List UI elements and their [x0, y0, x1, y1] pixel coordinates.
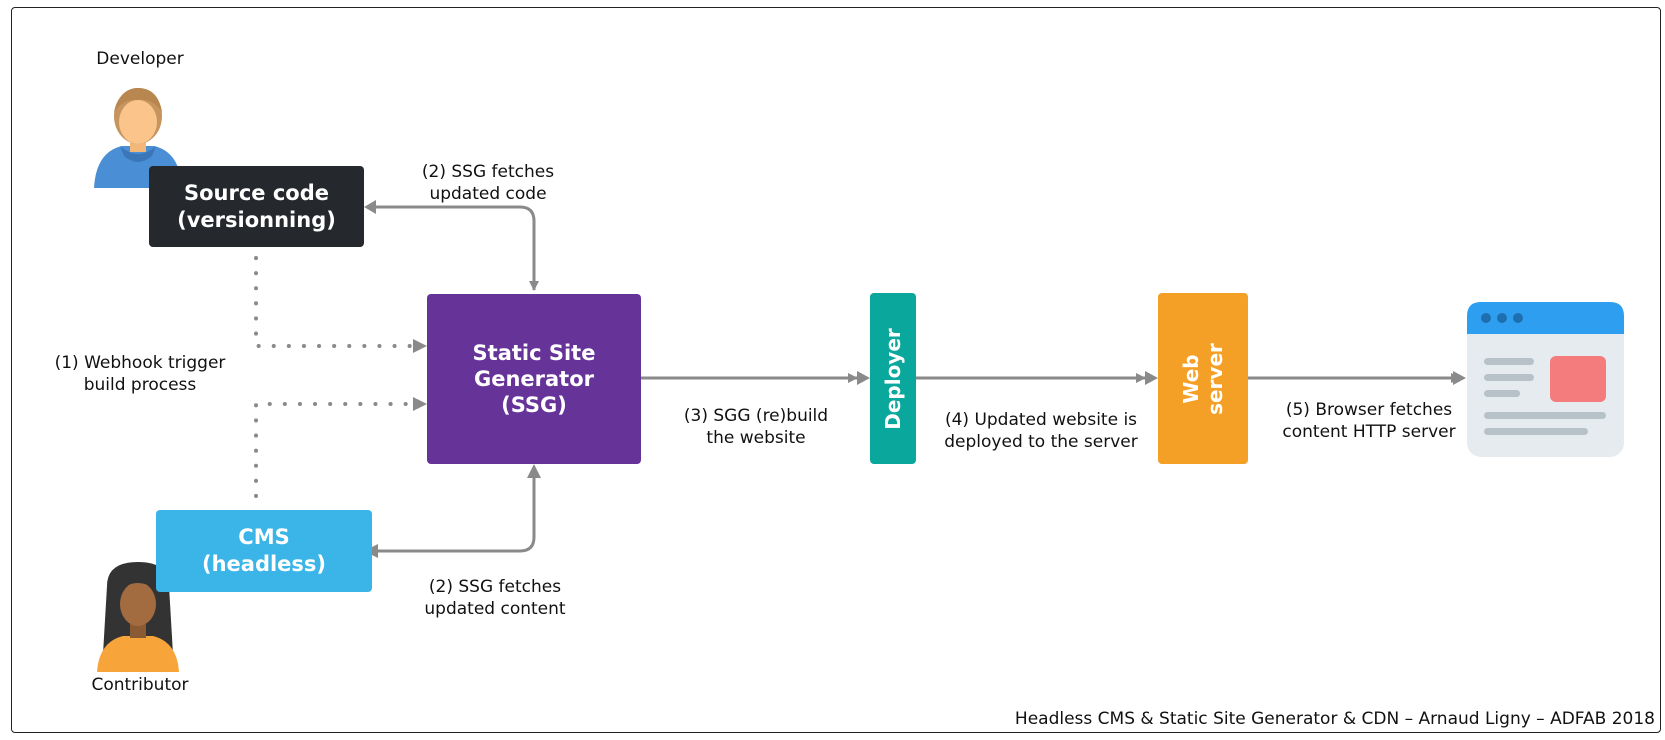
deploy-label: (4) Updated website is deployed to the s…: [944, 410, 1138, 452]
developer-avatar-icon: [94, 88, 182, 188]
source-code-node: Source code (versionning): [149, 166, 364, 247]
contributor-avatar-icon: [97, 562, 179, 672]
cms-label: CMS (headless): [201, 525, 327, 576]
ssg-node: Static Site Generator (SSG): [427, 294, 641, 464]
ssg-label: Static Site Generator (SSG): [472, 341, 596, 417]
arrow-head-ssg-bottom: [527, 464, 541, 478]
webhook-label: (1) Webhook trigger build process: [54, 353, 226, 395]
contributor-label: Contributor: [91, 675, 189, 695]
deployer-label: Deployer: [881, 327, 906, 430]
deployer-node: Deployer: [870, 293, 916, 464]
arrow-ssg-source-code: [373, 205, 539, 291]
dotted-head-top: [413, 339, 427, 353]
source-code-label: Source code (versionning): [177, 180, 336, 232]
browser-window-icon: [1467, 302, 1624, 457]
diagram-frame: [11, 7, 1661, 733]
fetch-content-label: (2) SSG fetches updated content: [424, 577, 566, 619]
arrow-head-source-code: [364, 200, 376, 214]
fetch-code-label: (2) SSG fetches updated code: [421, 162, 555, 204]
developer-label: Developer: [96, 49, 184, 69]
credit-footer: Headless CMS & Static Site Generator & C…: [1014, 709, 1655, 729]
dotted-head-bottom: [413, 397, 427, 411]
cms-node: CMS (headless): [156, 510, 372, 592]
web-server-node: Web server: [1158, 293, 1248, 464]
browser-fetch-label: (5) Browser fetches content HTTP server: [1282, 400, 1456, 442]
build-label: (3) SGG (re)build the website: [683, 406, 829, 448]
dotted-source-to-ssg: [254, 256, 412, 348]
web-server-label: Web server: [1179, 342, 1227, 415]
arrow-ssg-cms: [376, 475, 536, 553]
dotted-cms-to-ssg: [254, 402, 412, 498]
